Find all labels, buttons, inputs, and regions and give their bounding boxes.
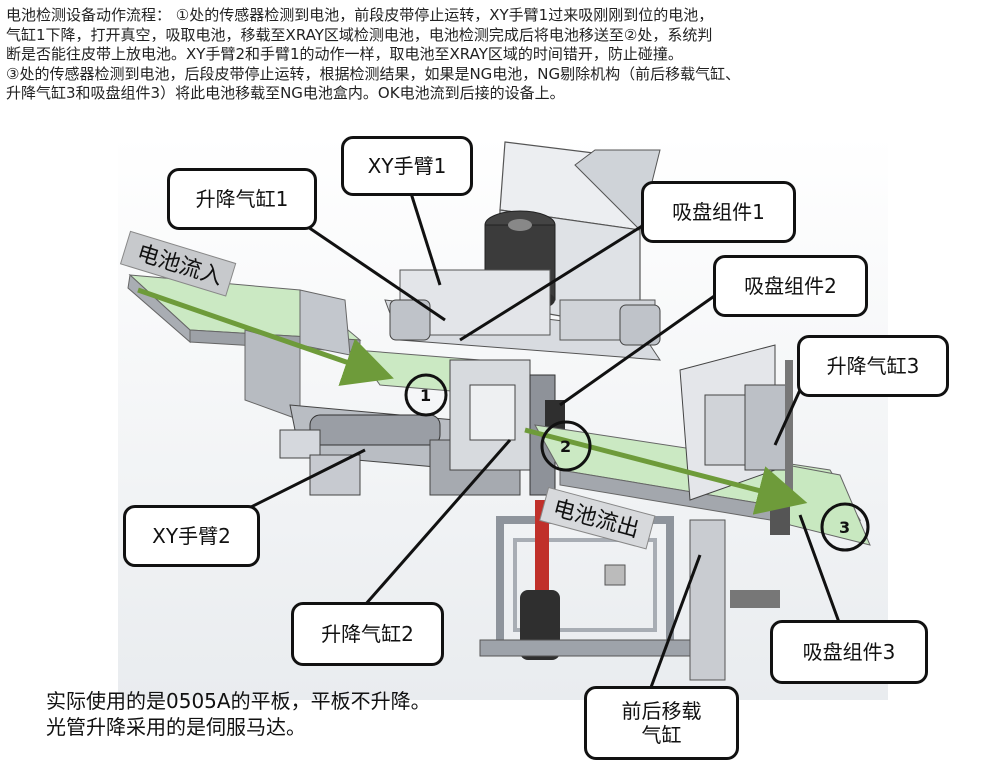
callout-lift-cylinder-1: 升降气缸1 — [167, 168, 317, 230]
leader-suction-3 — [798, 514, 842, 626]
ng-removal-unit — [679, 344, 793, 535]
description-line: 升降气缸3和吸盘组件3）将此电池移载至NG电池盒内。OK电池流到后接的设备上。 — [6, 84, 565, 102]
description-line: ③处的传感器检测到电池，后段皮带停止运转，根据检测结果，如果是NG电池，NG剔除… — [6, 64, 741, 83]
process-description: 电池检测设备动作流程： ①处的传感器检测到电池，前段皮带停止运转，XY手臂1过来… — [6, 6, 994, 104]
leader-lift-cyl-1 — [304, 223, 446, 322]
leader-suction-1 — [459, 216, 656, 342]
callout-transfer-line2: 气缸 — [641, 723, 682, 747]
leader-transfer-cyl — [648, 554, 702, 691]
svg-text:2: 2 — [560, 437, 571, 456]
svg-text:1: 1 — [420, 386, 431, 405]
position-marker-2: 2 — [540, 420, 592, 472]
position-marker-1: 1 — [404, 373, 448, 417]
leader-xy-arm-2 — [244, 448, 366, 512]
callout-lift-cylinder-3: 升降气缸3 — [797, 335, 949, 397]
callout-lift-cylinder-2: 升降气缸2 — [291, 602, 444, 666]
description-line: 气缸1下降，打开真空，吸取电池，移载至XRAY区域检测电池，电池检测完成后将电池… — [6, 25, 713, 44]
callout-xy-arm-2: XY手臂2 — [123, 505, 260, 567]
description-line: 电池检测设备动作流程： ①处的传感器检测到电池，前段皮带停止运转，XY手臂1过来… — [6, 6, 714, 24]
center-arm-assembly — [449, 359, 565, 496]
callout-suction-cup-1: 吸盘组件1 — [641, 181, 796, 243]
leader-lines — [244, 189, 842, 691]
usage-notes: 实际使用的是0505A的平板，平板不升降。 光管升降采用的是伺服马达。 — [46, 688, 431, 740]
leader-suction-2 — [559, 290, 721, 407]
leader-xy-arm-1 — [408, 189, 442, 286]
callout-transfer-line1: 前后移载 — [621, 699, 702, 723]
note-line-2: 光管升降采用的是伺服马达。 — [46, 715, 306, 739]
flow-out-arrow — [524, 427, 808, 515]
callout-xy-arm-1: XY手臂1 — [341, 136, 473, 196]
callout-transfer-cylinder: 前后移载 气缸 — [584, 686, 739, 760]
description-line: 断是否能往皮带上放电池。XY手臂2和手臂1的动作一样，取电池至XRAY区域的时间… — [6, 45, 683, 63]
callout-suction-cup-2: 吸盘组件2 — [713, 255, 868, 317]
flow-in-arrow — [137, 287, 394, 386]
note-line-1: 实际使用的是0505A的平板，平板不升降。 — [46, 689, 431, 713]
callout-suction-cup-3: 吸盘组件3 — [770, 620, 928, 684]
leader-lift-cyl-3 — [773, 389, 802, 446]
flow-arrows — [137, 287, 808, 515]
leader-lift-cyl-2 — [363, 439, 512, 606]
position-marker-3: 3 — [820, 502, 870, 552]
svg-text:3: 3 — [839, 518, 850, 537]
